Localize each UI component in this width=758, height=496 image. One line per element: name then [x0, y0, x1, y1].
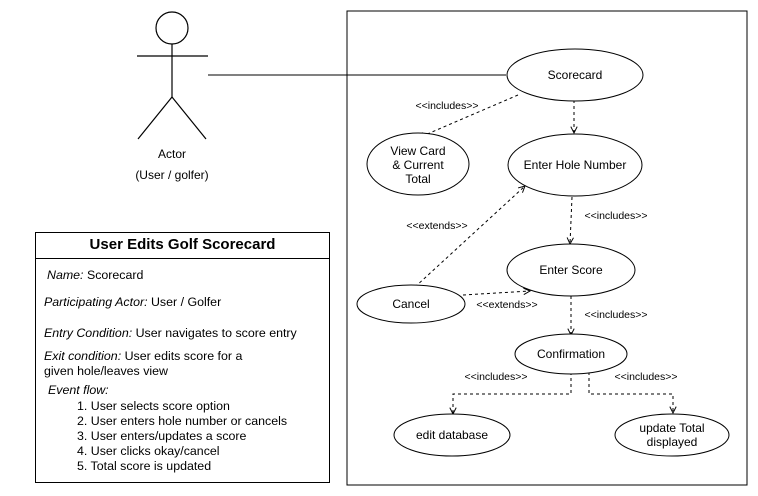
- rel-label-score-confirm: <<includes>>: [584, 309, 647, 321]
- spec-title: User Edits Golf Scorecard: [36, 233, 329, 259]
- flow-step: 3. User enters/updates a score: [77, 429, 247, 443]
- usecase-enter-hole-number-label: Enter Hole Number: [524, 158, 627, 172]
- spec-name-row: Name: Scorecard: [47, 268, 143, 283]
- spec-entry-row: Entry Condition: User navigates to score…: [44, 326, 297, 341]
- usecase-scorecard: [506, 48, 644, 102]
- actor-figure: [137, 11, 208, 140]
- usecase-enter-hole-number: [507, 133, 643, 197]
- usecase-view-card-label-1: View Card: [390, 144, 445, 158]
- flow-step: 4. User clicks okay/cancel: [77, 444, 220, 458]
- actor-label: Actor: [158, 147, 186, 161]
- use-case-spec-card: User Edits Golf Scorecard Name: Scorecar…: [35, 232, 330, 483]
- usecase-view-card-label-2: & Current: [392, 158, 444, 172]
- usecase-update-total: [614, 413, 730, 457]
- connector-confirmation-editdb: [453, 372, 572, 414]
- actor-head: [155, 11, 189, 45]
- connector-scorecard-viewcard: [418, 94, 519, 138]
- usecase-update-total-label-2: displayed: [647, 435, 698, 449]
- rel-label-hole-score: <<includes>>: [584, 210, 647, 222]
- usecase-edit-database: [393, 413, 511, 457]
- flow-step: 5. Total score is updated: [77, 459, 212, 473]
- connector-cancel-enterscore: [462, 291, 530, 296]
- connector-cancel-enterhole: [414, 186, 525, 288]
- flow-step: 1. User selects score option: [77, 399, 230, 413]
- actor-right-leg: [171, 96, 207, 140]
- spec-exit-row: Exit condition: User edits score for a: [44, 349, 242, 364]
- usecase-edit-database-label: edit database: [416, 428, 488, 442]
- spec-name-label: Name:: [47, 268, 84, 282]
- spec-entry-label: Entry Condition:: [44, 326, 133, 340]
- spec-exit-row-2: given hole/leaves view: [44, 364, 168, 378]
- spec-flow-label: Event flow:: [48, 383, 109, 398]
- usecase-cancel-label: Cancel: [392, 297, 429, 311]
- usecase-confirmation-label: Confirmation: [537, 347, 605, 361]
- spec-exit-value: User edits score for a: [121, 349, 243, 363]
- spec-actor-value: User / Golfer: [147, 295, 222, 309]
- flow-step: 2. User enters hole number or cancels: [77, 414, 288, 428]
- rel-label-cancel-score: <<extends>>: [476, 299, 537, 311]
- spec-actor-label: Participating Actor:: [44, 295, 148, 309]
- spec-actor-row: Participating Actor: User / Golfer: [44, 295, 221, 310]
- system-boundary: [346, 10, 748, 486]
- connector-enterhole-enterscore: [570, 196, 572, 244]
- connector-confirmation-update: [588, 372, 673, 413]
- actor-role: (User / golfer): [135, 168, 208, 182]
- actor-left-leg: [137, 96, 173, 140]
- usecase-enter-score: [506, 243, 636, 297]
- usecase-confirmation: [514, 333, 628, 375]
- usecase-view-card: [366, 132, 470, 196]
- rel-label-cancel-hole: <<extends>>: [406, 220, 467, 232]
- usecase-enter-score-label: Enter Score: [539, 263, 603, 277]
- spec-flow-list: 1. User selects score option 2. User ent…: [77, 399, 287, 474]
- usecase-update-total-label-1: update Total: [639, 421, 704, 435]
- usecase-view-card-label-3: Total: [405, 172, 430, 186]
- rel-label-scorecard-viewcard: <<includes>>: [415, 100, 478, 112]
- spec-entry-value: User navigates to score entry: [132, 326, 297, 340]
- usecase-cancel: [356, 284, 466, 324]
- spec-exit-label: Exit condition:: [44, 349, 122, 363]
- spec-flow-label-text: Event flow:: [48, 383, 109, 397]
- rel-label-confirm-edit: <<includes>>: [464, 371, 527, 383]
- rel-label-confirm-update: <<includes>>: [614, 371, 677, 383]
- spec-name-value: Scorecard: [83, 268, 144, 282]
- usecase-scorecard-label: Scorecard: [548, 68, 603, 82]
